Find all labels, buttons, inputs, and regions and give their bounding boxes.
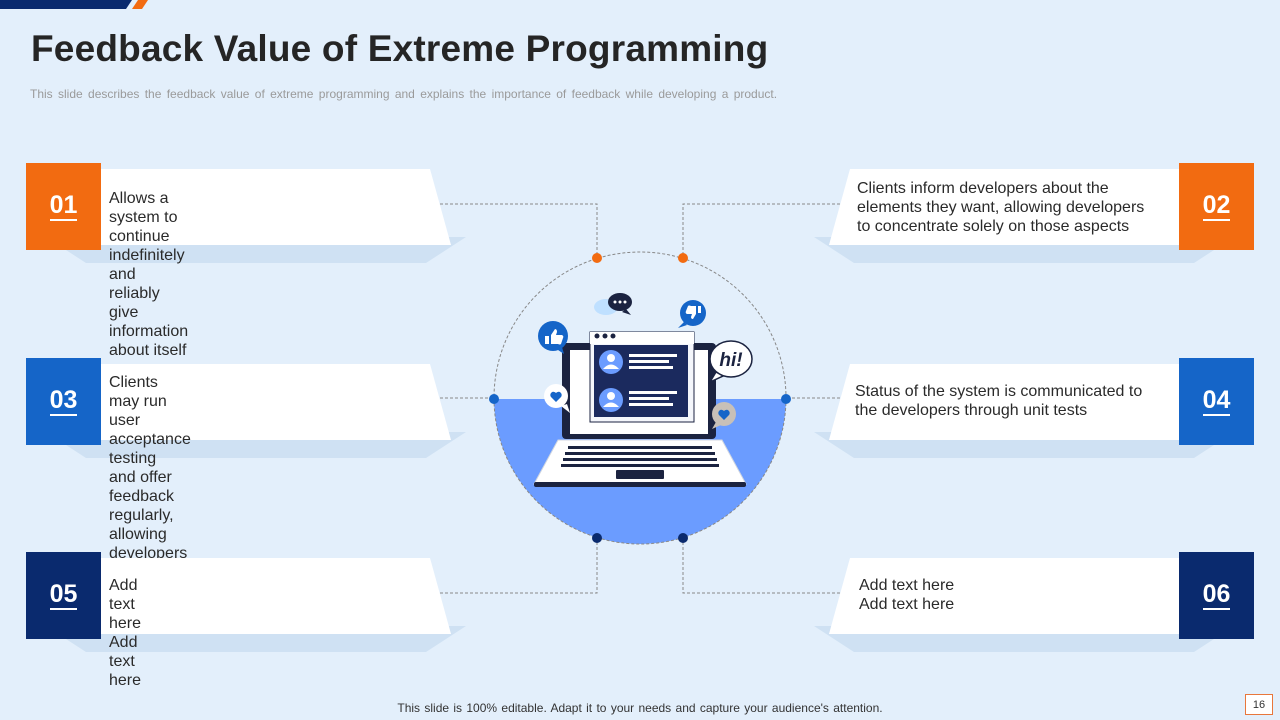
card-text-line: Status of the system is communicated to	[855, 383, 1143, 400]
card-panel	[101, 364, 451, 440]
user-icon	[599, 350, 623, 374]
page-number: 16	[1245, 694, 1273, 715]
speech-bubble-text: hi!	[719, 350, 742, 371]
browser-window	[589, 331, 695, 423]
connector-dot	[678, 253, 688, 263]
page-title: Feedback Value of Extreme Programming	[31, 28, 769, 69]
thumbs-down-icon	[678, 300, 706, 328]
card-text: Status of the system is communicated to …	[855, 382, 1142, 420]
card-text-line: and reliably give information about itse…	[109, 266, 189, 359]
card-badge: 06	[1179, 552, 1254, 639]
user-icon	[599, 388, 623, 412]
card-badge: 02	[1179, 163, 1254, 250]
card-badge: 05	[26, 552, 101, 639]
card-text-line: the developers through unit tests	[855, 402, 1088, 419]
card-badge: 04	[1179, 358, 1254, 445]
card-number: 01	[49, 191, 78, 221]
card-panel	[101, 558, 451, 634]
card-text: Add text here Add text here	[109, 576, 141, 690]
footer-note: This slide is 100% editable. Adapt it to…	[397, 701, 883, 715]
connector-lines	[430, 203, 850, 594]
card-text-line: Add text here	[859, 577, 955, 594]
thumbs-up-icon	[538, 321, 568, 354]
card-badge: 03	[26, 358, 101, 445]
card-badge: 01	[26, 163, 101, 250]
card-panel	[829, 364, 1179, 440]
connector-dot	[592, 533, 602, 543]
card-number: 04	[1202, 386, 1231, 416]
heart-icon	[712, 402, 736, 429]
card-text: Clients inform developers about the elem…	[857, 179, 1144, 236]
chat-bubble-icon	[594, 293, 632, 315]
card-text-line: and offer feedback regularly, allowing	[109, 469, 174, 543]
card-panel	[101, 169, 451, 245]
card-text-line: Clients may run user acceptance testing	[109, 374, 191, 467]
page-subtitle: This slide describes the feedback value …	[30, 87, 778, 101]
card-number: 02	[1202, 191, 1231, 221]
card-text-line: to concentrate solely on those aspects	[857, 218, 1130, 235]
connector-dot	[781, 394, 791, 404]
card-panel	[829, 169, 1179, 245]
speech-bubble: hi!	[708, 340, 753, 384]
connector-dot	[592, 253, 602, 263]
connector-dot	[678, 533, 688, 543]
card-number: 03	[49, 386, 78, 416]
card-text-line: elements they want, allowing developers	[857, 199, 1145, 216]
card-text-line: Clients inform developers about the	[857, 180, 1109, 197]
card-number: 06	[1202, 580, 1231, 610]
corner-accent	[0, 0, 148, 9]
card-text-line: Allows a system to continue indefinitely	[109, 190, 185, 264]
card-02: 02 Clients inform developers about the e…	[814, 163, 1254, 263]
card-text-line: Add text here	[109, 577, 142, 632]
card-text-line: Add text here	[859, 596, 955, 613]
card-number: 05	[49, 580, 78, 610]
card-text: Add text here Add text here	[859, 576, 954, 614]
heart-icon	[544, 384, 570, 413]
card-text: Allows a system to continue indefinitely…	[109, 189, 188, 360]
connector-dot	[489, 394, 499, 404]
card-06: 06 Add text here Add text here	[814, 552, 1254, 652]
card-04: 04 Status of the system is communicated …	[814, 358, 1254, 458]
card-panel	[829, 558, 1179, 634]
card-text-line: Add text here	[109, 634, 142, 689]
